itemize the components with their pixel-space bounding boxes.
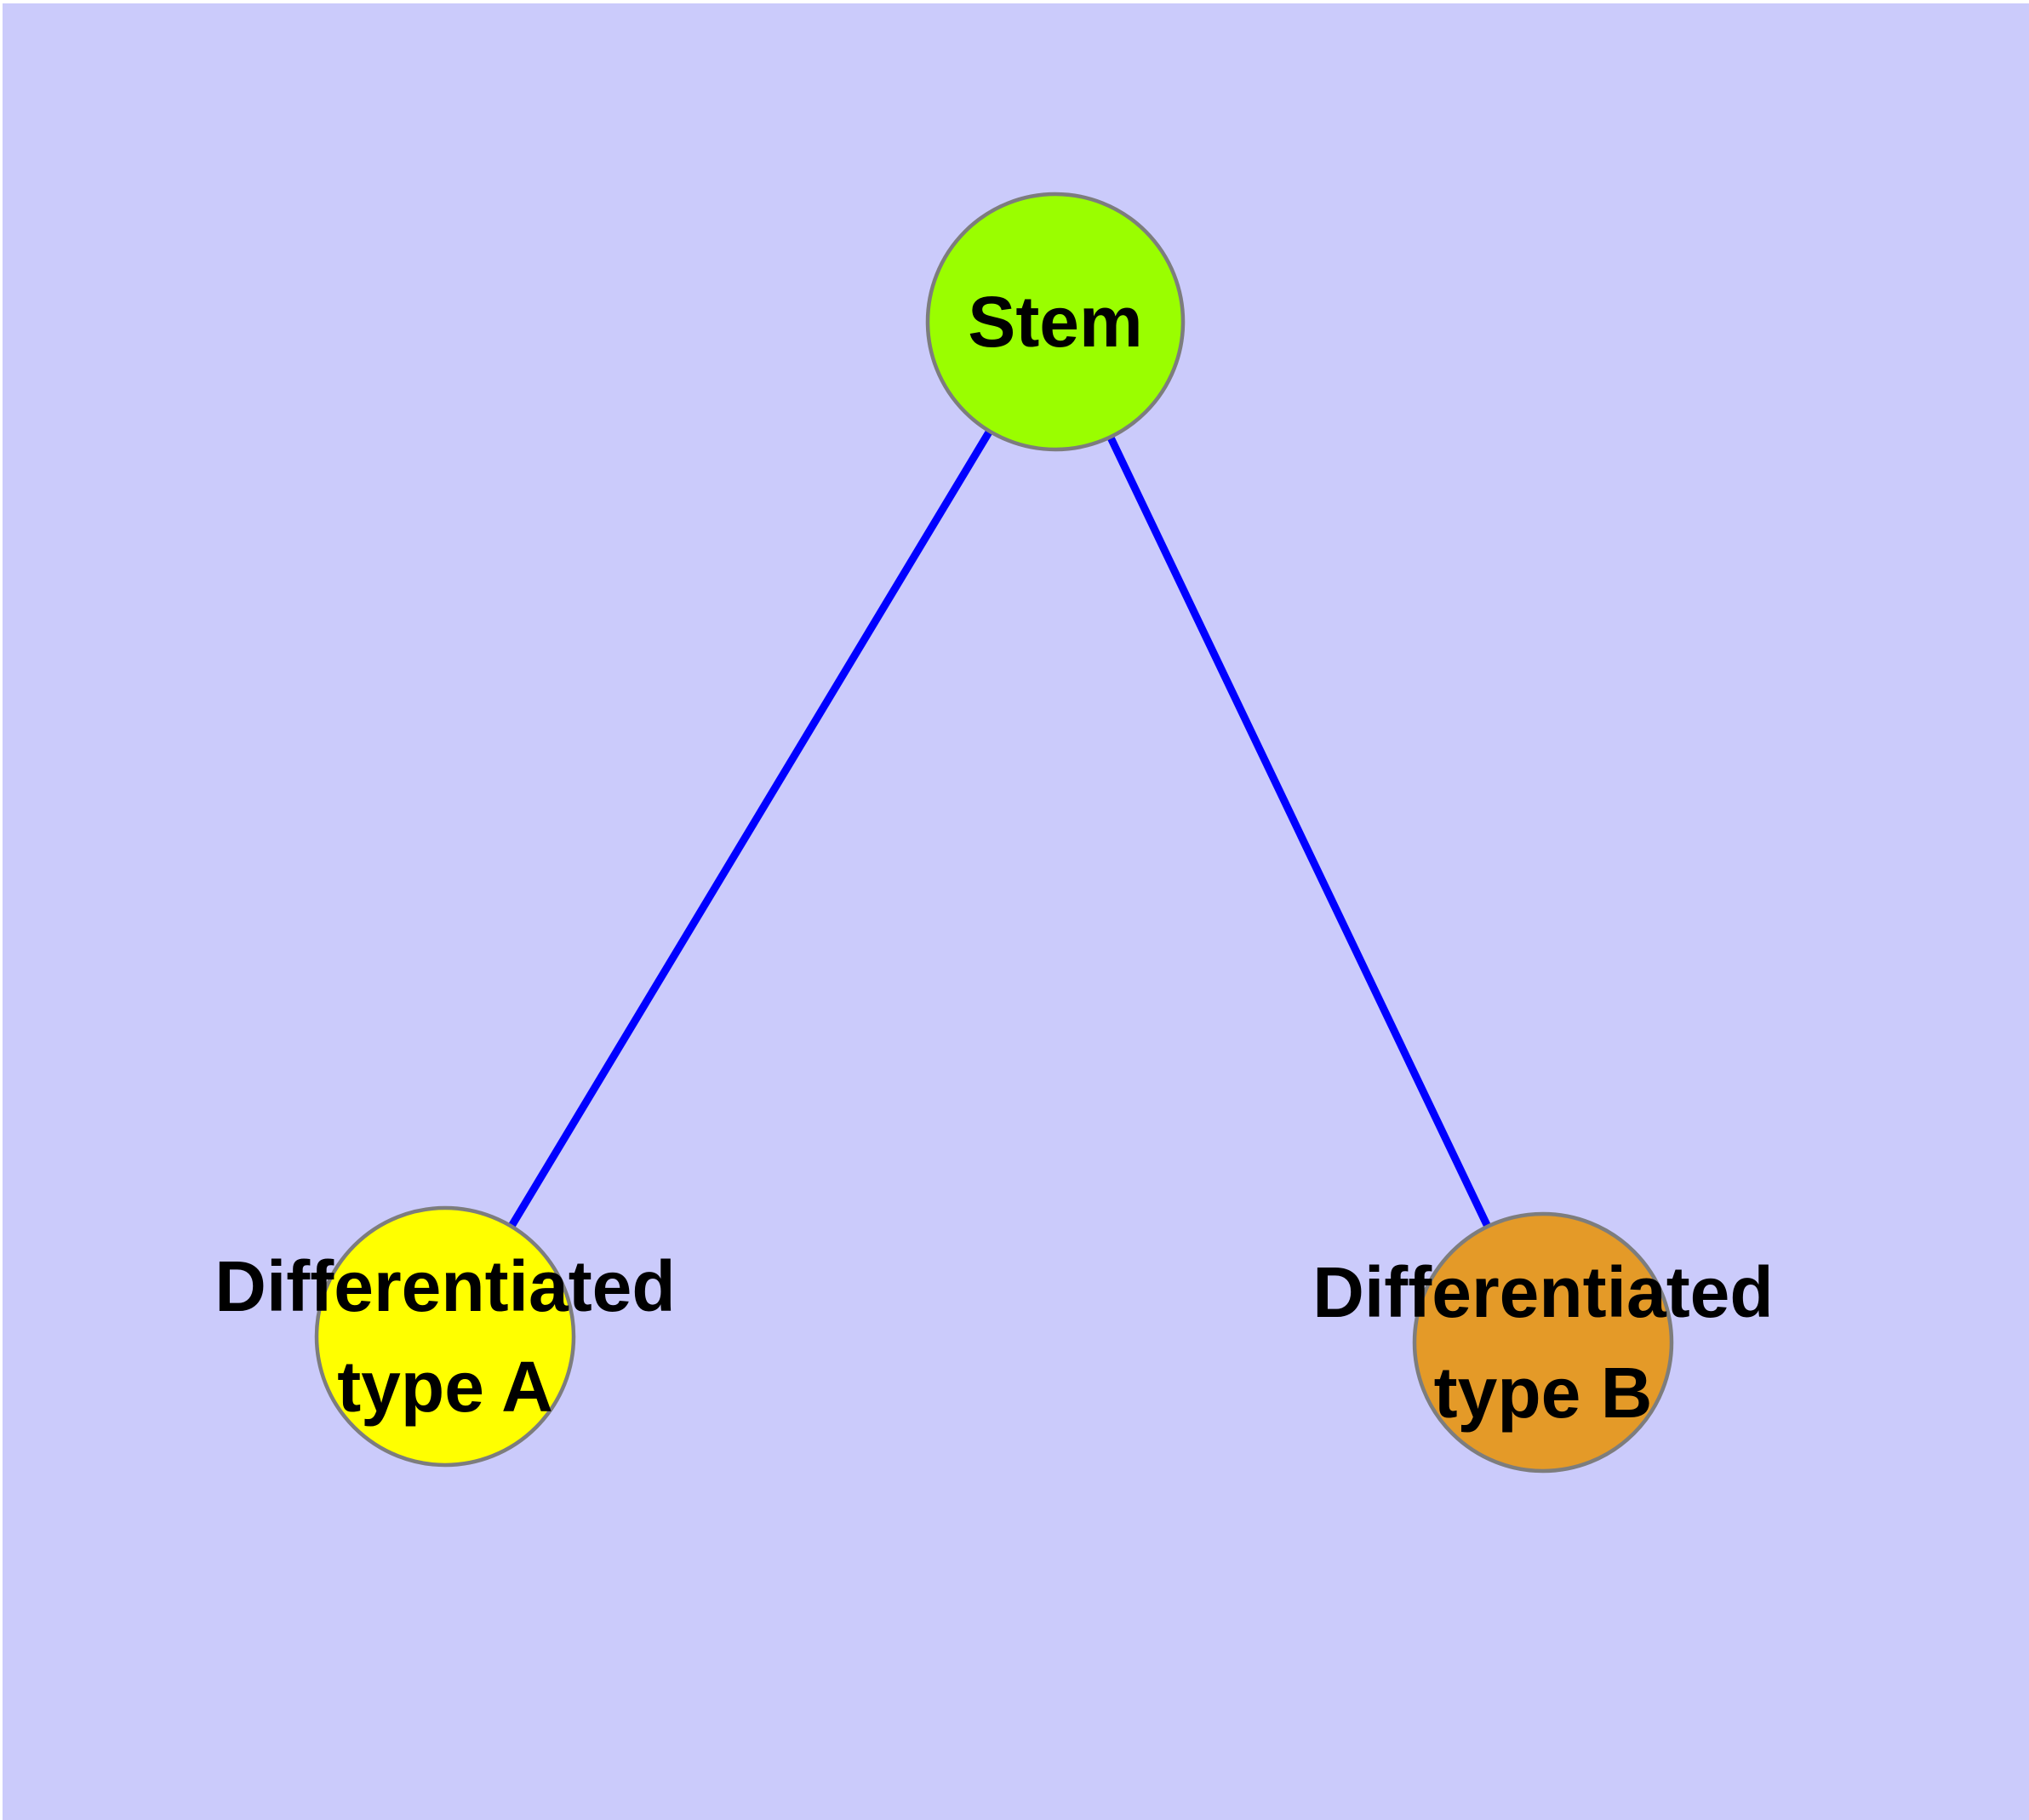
edge-stem-to-differentiated-type-b [1051, 320, 1547, 1344]
node-circle-differentiated-type-b [1412, 1211, 1674, 1474]
node-label-line: Differentiated [214, 1246, 675, 1326]
node-label-line: Differentiated [1312, 1252, 1773, 1332]
graph-node-stem: Stem [925, 192, 1186, 452]
graph-node-differentiated-type-a: Differentiated type A [214, 1205, 676, 1468]
node-label-differentiated-type-a: Differentiated type A [214, 1246, 675, 1427]
node-label-stem: Stem [968, 282, 1142, 362]
graph-node-differentiated-type-b: Differentiated type B [1312, 1211, 1774, 1474]
node-label-differentiated-type-b: Differentiated type B [1312, 1252, 1773, 1433]
node-label-line: Stem [968, 282, 1142, 362]
node-circle-differentiated-type-a [314, 1205, 576, 1468]
node-circle-stem [925, 192, 1186, 452]
node-label-line: type A [337, 1347, 553, 1427]
node-label-line: type B [1434, 1353, 1653, 1433]
edge-stem-to-differentiated-type-a [442, 319, 1059, 1339]
